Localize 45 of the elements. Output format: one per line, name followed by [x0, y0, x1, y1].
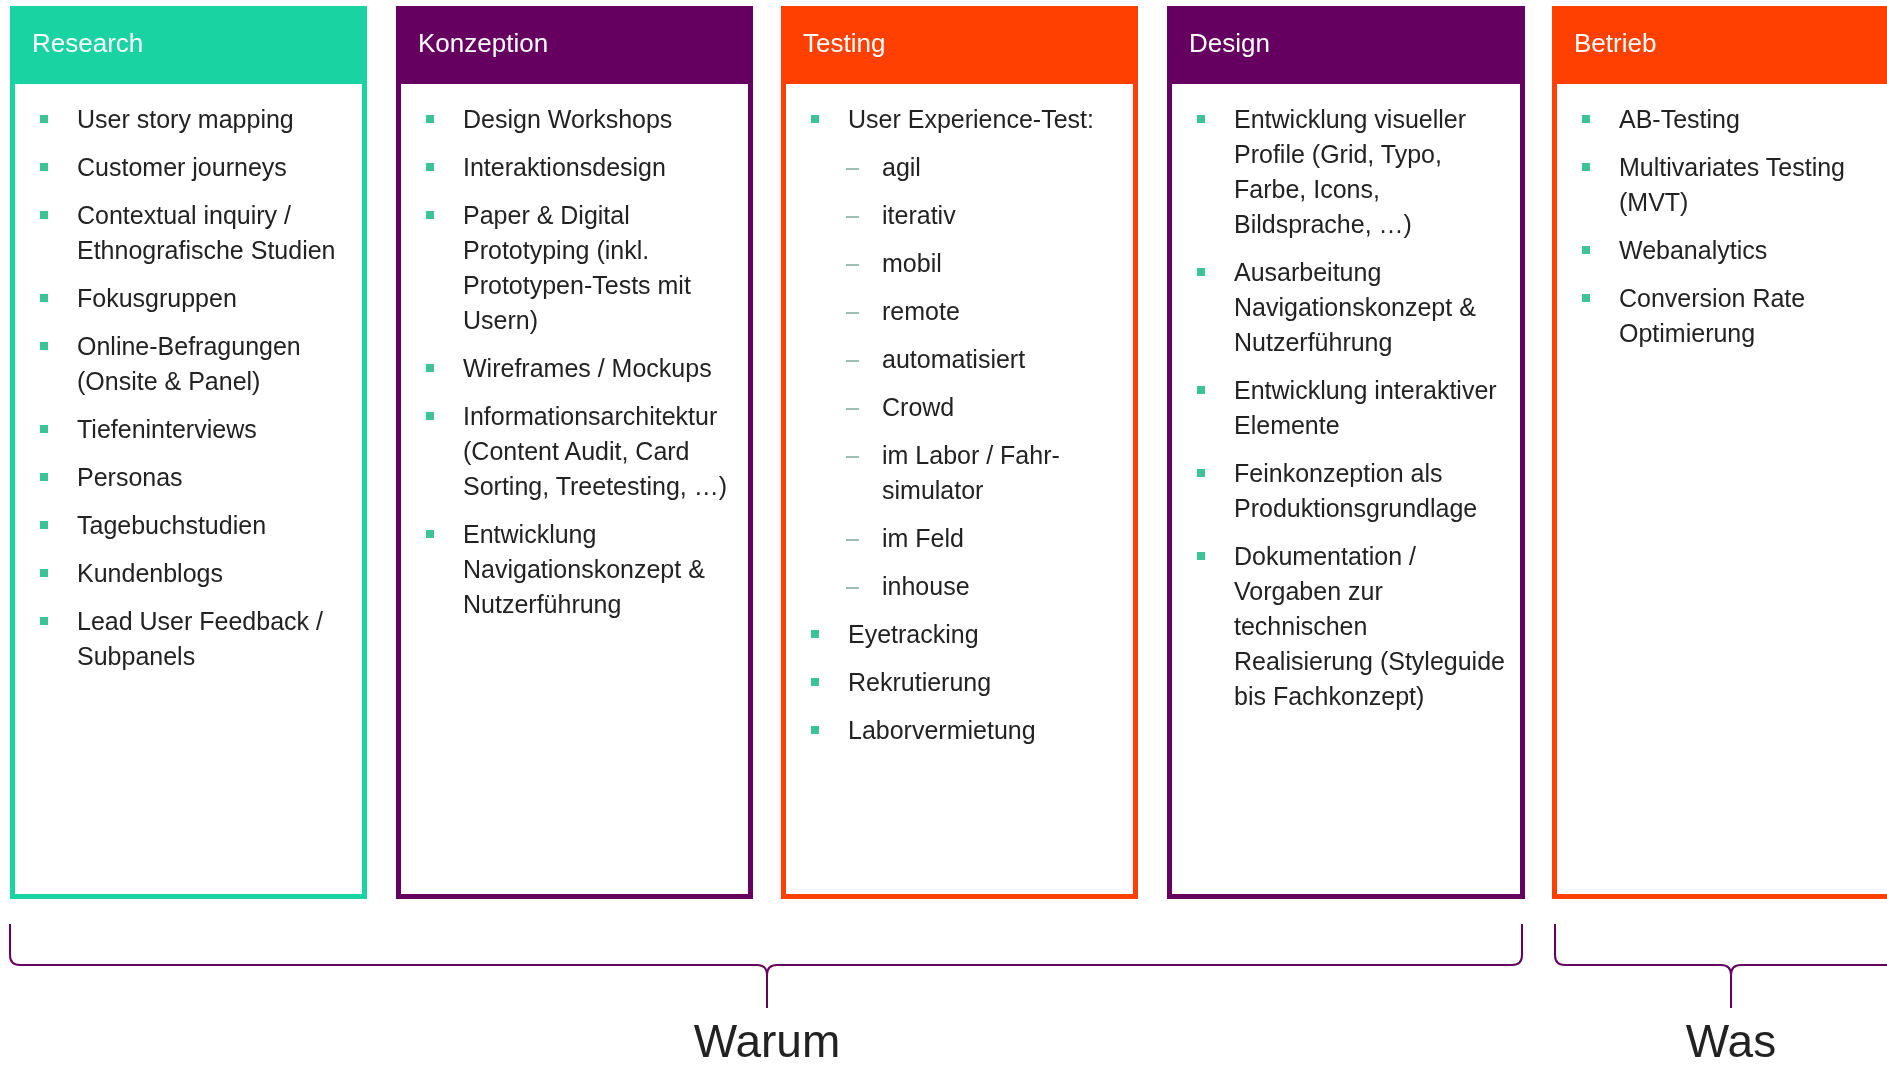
list-item-text: Laborvermietung	[848, 716, 1036, 744]
list-item-text: Online-Befragungen (Onsite & Panel)	[77, 332, 301, 395]
list-item-text: inhouse	[882, 572, 970, 600]
column-panel	[396, 6, 753, 899]
list-item-text: Crowd	[882, 393, 955, 421]
list-item-text: Conversion Rate Optimierung	[1619, 284, 1806, 347]
list-item-text: Customer journeys	[77, 153, 287, 181]
list-item-text: Feinkonzeption als Produktionsgrundlage	[1234, 459, 1478, 522]
list-item-text: Eyetracking	[848, 620, 979, 648]
list-item-text: Entwicklung interaktiver Elemente	[1234, 376, 1497, 439]
list-item-text: Webanalytics	[1619, 236, 1768, 264]
list-item-text: AB-Testing	[1619, 105, 1740, 133]
list-item-text: Contextual inquiry / Ethnografische Studien	[77, 201, 336, 264]
list-item-text: Kundenblogs	[77, 559, 223, 587]
list-item-text: Tiefeninterviews	[77, 415, 257, 443]
list-item-text: Tagebuchstudien	[77, 511, 267, 539]
column-panel	[1552, 6, 1887, 899]
list-item-text: mobil	[882, 249, 942, 277]
list-item-text: Rekrutierung	[848, 668, 992, 696]
brace-label: Was	[1685, 1014, 1777, 1068]
list-item-text: Entwicklung visueller Profile (Grid, Typo, Farbe, Icons, Bildsprache, …)	[1234, 105, 1467, 238]
column-panel	[781, 6, 1138, 899]
list-item-text: Lead User Feedback / Subpanels	[77, 607, 323, 670]
list-item-text: Paper & Digital Prototyping (inkl. Prototypen-Tests mit Usern)	[463, 201, 691, 334]
list-item-text: iterativ	[882, 201, 956, 229]
list-item-text: User story mapping	[77, 105, 294, 133]
list-item-text: im Feld	[882, 524, 964, 552]
list-item-text: Informationsarchitektur (Content Audit, Card Sorting, Treetesting, …)	[463, 402, 727, 500]
list-item-text: Entwicklung Navigationskonzept & Nutzerführung	[463, 520, 705, 618]
list-item-text: Design Workshops	[463, 105, 673, 133]
list-item-text: Wireframes / Mockups	[463, 354, 712, 382]
list-item-text: User Experience-Test:	[848, 105, 1094, 133]
list-item-text: Multivariates Testing (MVT)	[1619, 153, 1846, 216]
list-item-text: agil	[882, 153, 921, 181]
list-item-text: Fokusgruppen	[77, 284, 237, 312]
list-item-text: Ausarbeitung Navigationskonzept & Nutzerführung	[1234, 258, 1476, 356]
list-item-text: Dokumentation / Vorgaben zur technischen Realisierung (Styleguide bis Fachkonzept)	[1234, 542, 1505, 710]
column-panel	[1167, 6, 1525, 899]
list-item-text: Interaktionsdesign	[463, 153, 666, 181]
column-panel	[10, 6, 367, 899]
list-item-text: im Labor / Fahr-simulator	[882, 441, 1060, 504]
list-item-text: automatisiert	[882, 345, 1026, 373]
list-item-text: Personas	[77, 463, 183, 491]
list-item-text: remote	[882, 297, 960, 325]
brace-label: Warum	[693, 1014, 841, 1068]
